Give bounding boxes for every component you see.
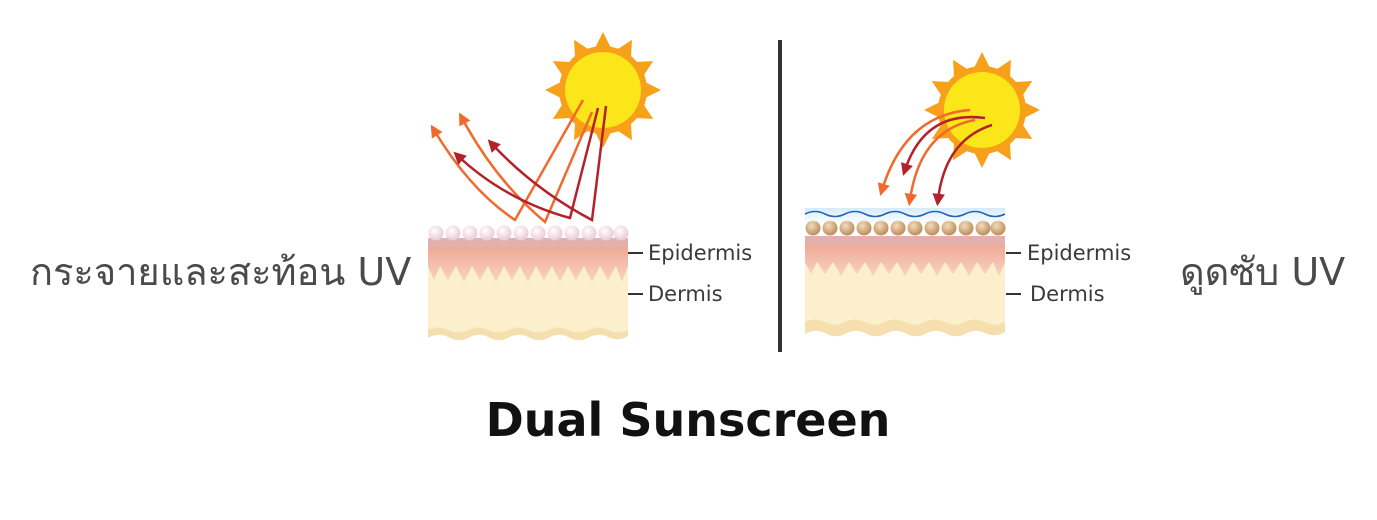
left-panel: กระจายและสะท้อน UV bbox=[30, 32, 752, 341]
right-epidermis-label: Epidermis bbox=[1027, 241, 1131, 265]
right-dermis-layer bbox=[805, 262, 1005, 329]
left-dermis-layer bbox=[428, 262, 628, 337]
right-uv-arrow-icon bbox=[877, 108, 993, 207]
left-epidermis-label: Epidermis bbox=[648, 241, 752, 265]
right-dermis-base bbox=[805, 319, 1005, 337]
left-uv-arrow-icon bbox=[430, 99, 608, 225]
left-epidermis-layer bbox=[428, 246, 628, 282]
left-panel-caption: กระจายและสะท้อน UV bbox=[30, 250, 411, 294]
left-surface-cells bbox=[428, 225, 629, 241]
right-skin-layers-icon bbox=[804, 208, 1006, 337]
sunscreen-film-wave bbox=[804, 210, 1006, 218]
left-dermis-label: Dermis bbox=[648, 282, 723, 306]
right-panel: Epidermis Dermis ดูดซับ UV bbox=[804, 52, 1345, 337]
right-stratum-line bbox=[805, 236, 1005, 245]
right-epidermis-layer bbox=[805, 244, 1005, 276]
right-panel-caption: ดูดซับ UV bbox=[1180, 250, 1345, 295]
sunscreen-film bbox=[805, 208, 1005, 222]
diagram-title: Dual Sunscreen bbox=[486, 393, 891, 447]
left-dermis-base bbox=[428, 327, 628, 341]
right-sun-icon bbox=[924, 52, 1040, 168]
left-skin-layers-icon bbox=[428, 225, 629, 341]
right-dermis-label: Dermis bbox=[1030, 282, 1105, 306]
left-stratum-line bbox=[428, 238, 628, 247]
right-surface-cells bbox=[805, 220, 1006, 236]
left-sun-icon bbox=[545, 32, 661, 148]
